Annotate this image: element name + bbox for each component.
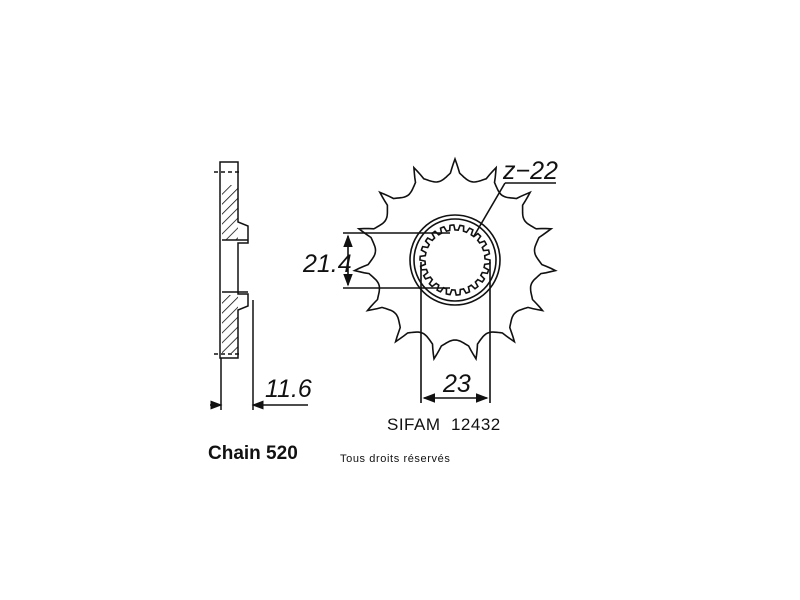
width-label: 11.6 — [265, 375, 312, 403]
sprocket-outline — [352, 156, 558, 362]
chain-label: Chain 520 — [208, 443, 298, 464]
side-view — [210, 161, 308, 410]
hatch-upper — [222, 185, 238, 240]
spline-bore — [419, 224, 491, 296]
bore-height-label: 21.4 — [303, 250, 352, 278]
hatch-lower — [222, 295, 238, 353]
rights-label: Tous droits réservés — [340, 453, 451, 465]
leader-line — [473, 182, 506, 237]
spline-width-label: 23 — [443, 370, 471, 398]
part-code: SIFAM 12432 — [387, 415, 501, 434]
hub-circle-outer — [409, 214, 501, 306]
teeth-count-label: z−22 — [503, 157, 558, 185]
front-view — [343, 156, 558, 403]
hub-circle-inner — [413, 218, 497, 302]
